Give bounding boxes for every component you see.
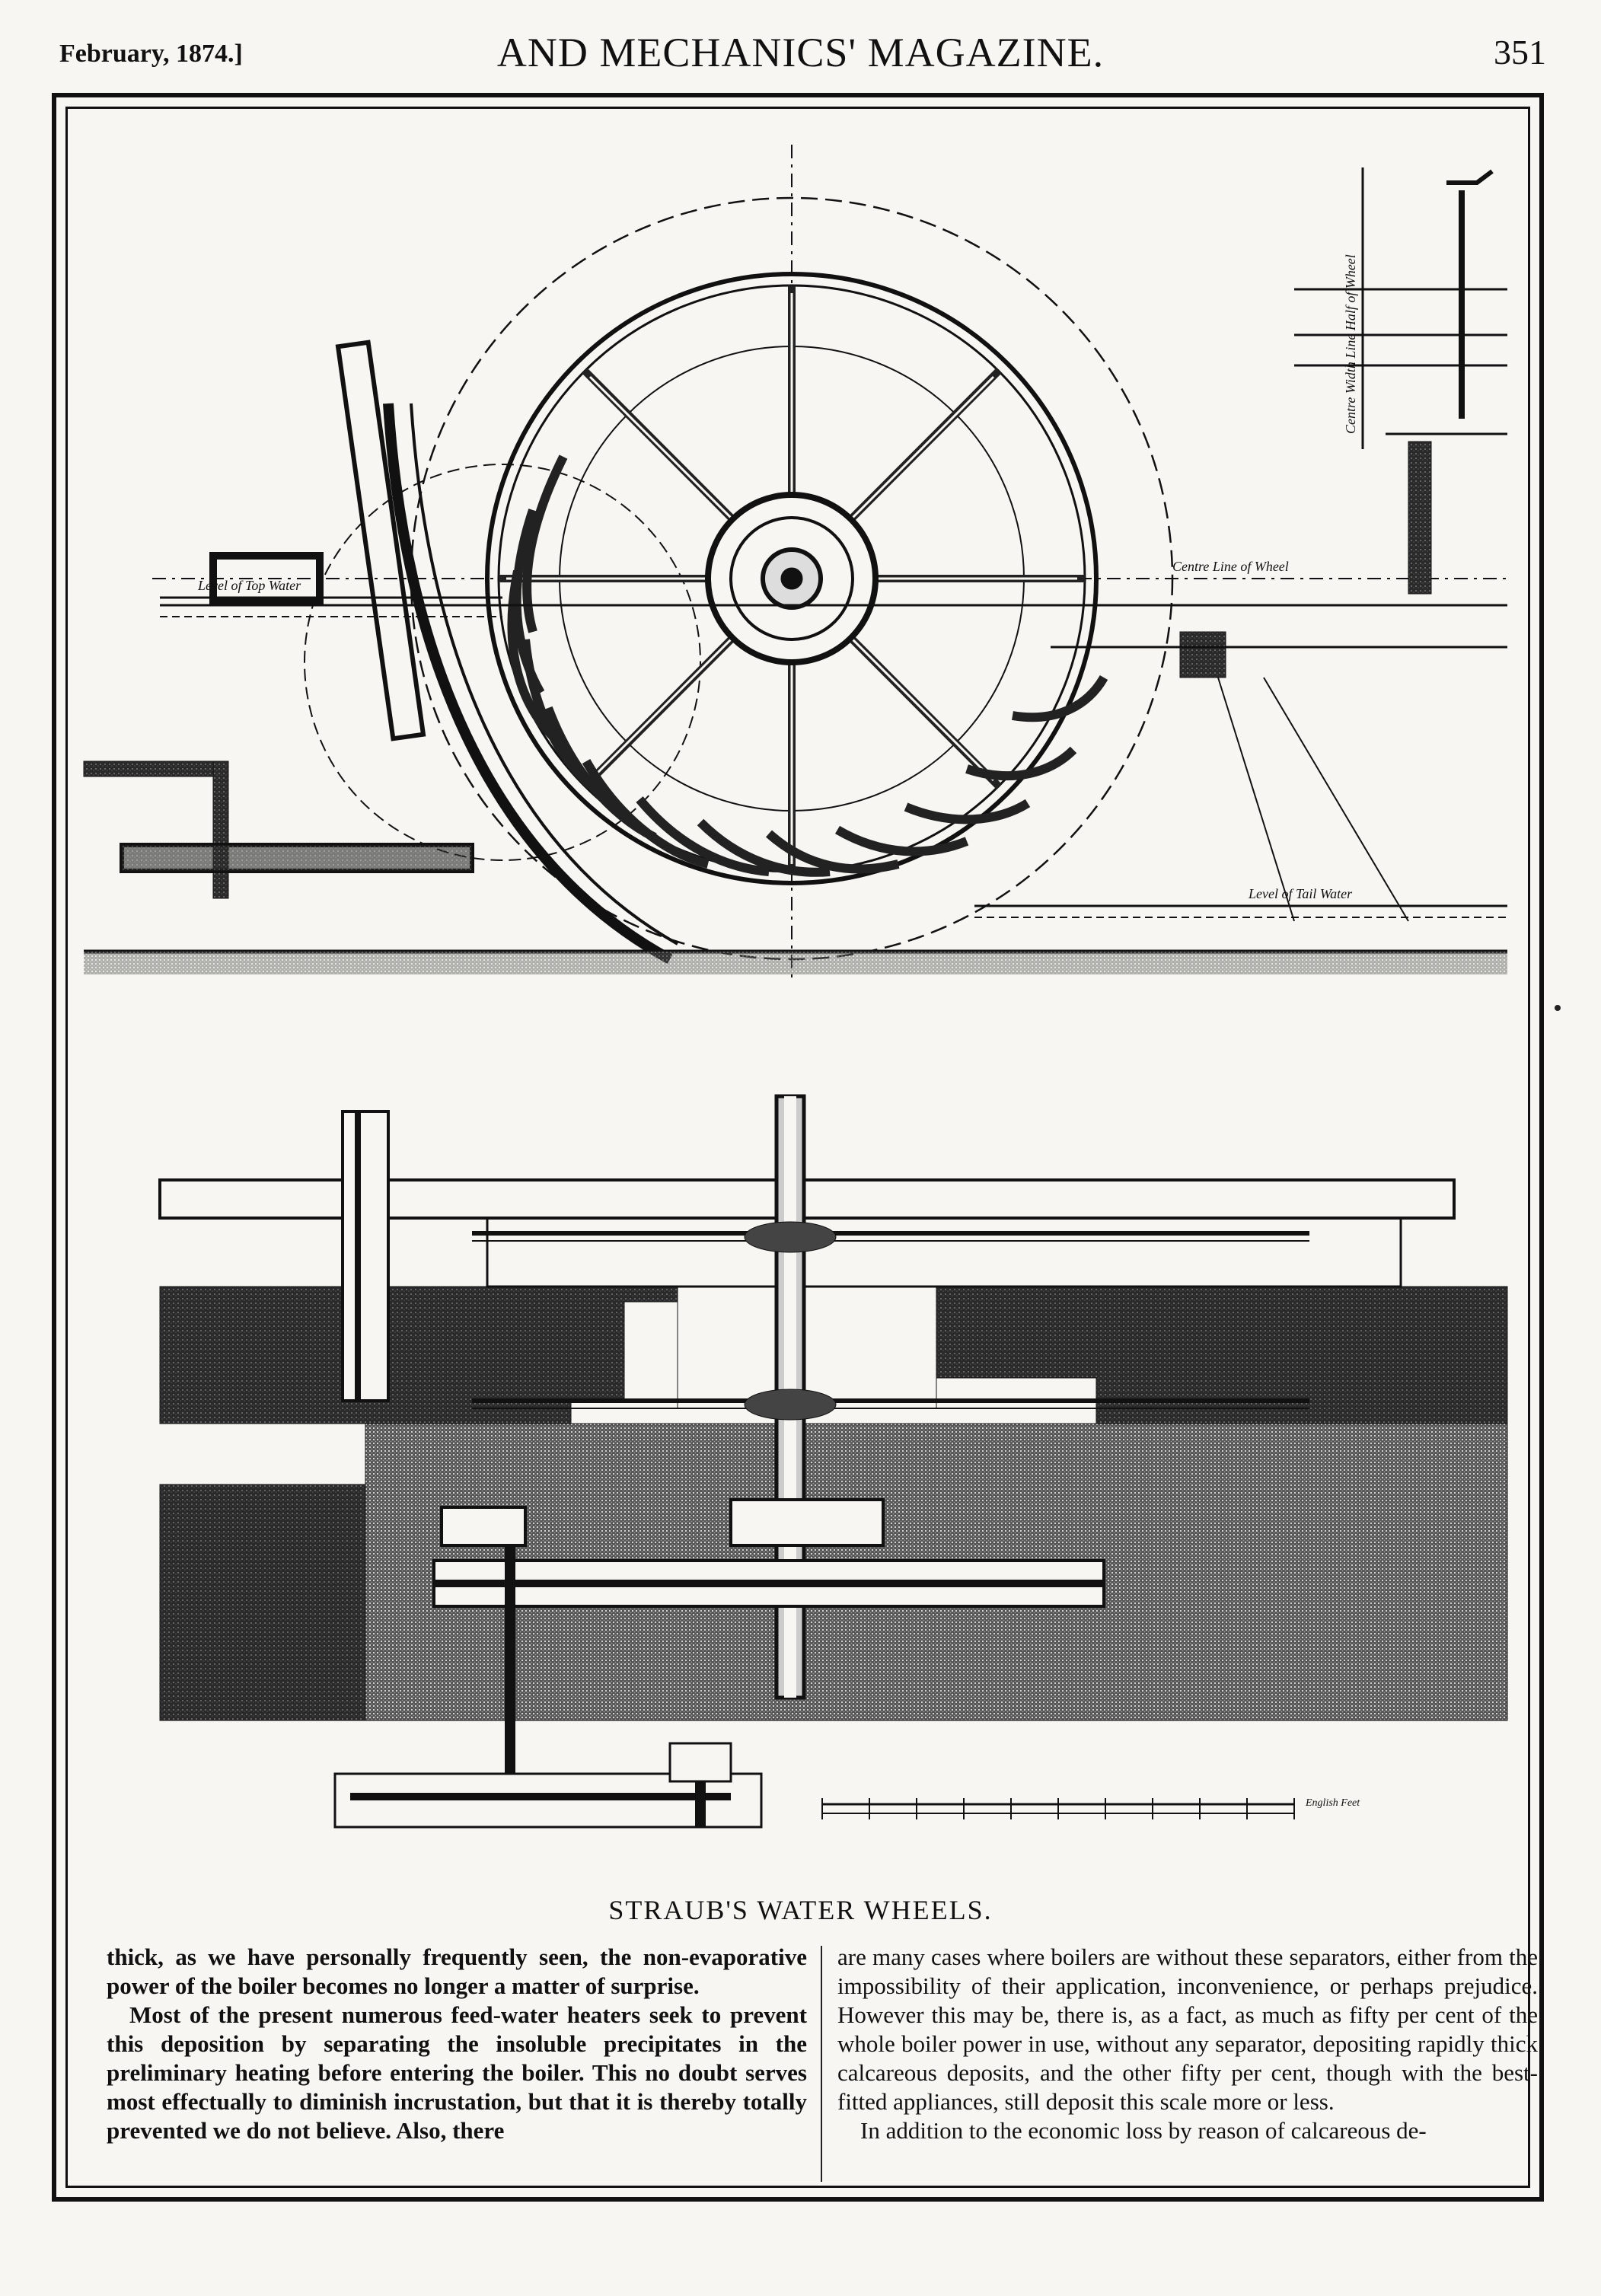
figure-frame-outer bbox=[52, 93, 1544, 2202]
header-date: February, 1874.] bbox=[59, 40, 243, 68]
plan-view bbox=[158, 1094, 1508, 1829]
label-centre-wheel: Centre Line of Wheel bbox=[1172, 559, 1289, 574]
label-centre-width: Centre Width Line Half of Wheel bbox=[1343, 254, 1358, 434]
scale-bar: English Feet bbox=[821, 1797, 1360, 1819]
page-number: 351 bbox=[1494, 33, 1546, 72]
text-column-left: thick, as we have personally frequently … bbox=[107, 1943, 807, 2145]
page-header: February, 1874.] AND MECHANICS' MAGAZINE… bbox=[0, 0, 1601, 84]
water-wheel-engraving: Level of Top Water Level of Tail Water C… bbox=[83, 145, 1508, 1829]
column-rule bbox=[821, 1946, 822, 2182]
text-column-right: are many cases where boilers are without… bbox=[837, 1943, 1538, 2145]
header-title: AND MECHANICS' MAGAZINE. bbox=[496, 30, 1105, 75]
margin-dot bbox=[1555, 1005, 1561, 1011]
label-head-water: Level of Top Water bbox=[197, 578, 301, 593]
elevation-view bbox=[83, 145, 1507, 982]
scale-label: English Feet bbox=[1305, 1797, 1360, 1809]
figure-caption: STRAUB'S WATER WHEELS. bbox=[608, 1895, 993, 1925]
paragraph: are many cases where boilers are without… bbox=[837, 1944, 1538, 2115]
paragraph: thick, as we have personally frequently … bbox=[107, 1944, 807, 1999]
paragraph: In addition to the economic loss by reas… bbox=[860, 2117, 1427, 2144]
figure-frame-inner bbox=[65, 107, 1530, 2188]
paragraph: Most of the present numerous feed-water … bbox=[107, 2001, 807, 2144]
label-tail-water: Level of Tail Water bbox=[1248, 886, 1353, 901]
